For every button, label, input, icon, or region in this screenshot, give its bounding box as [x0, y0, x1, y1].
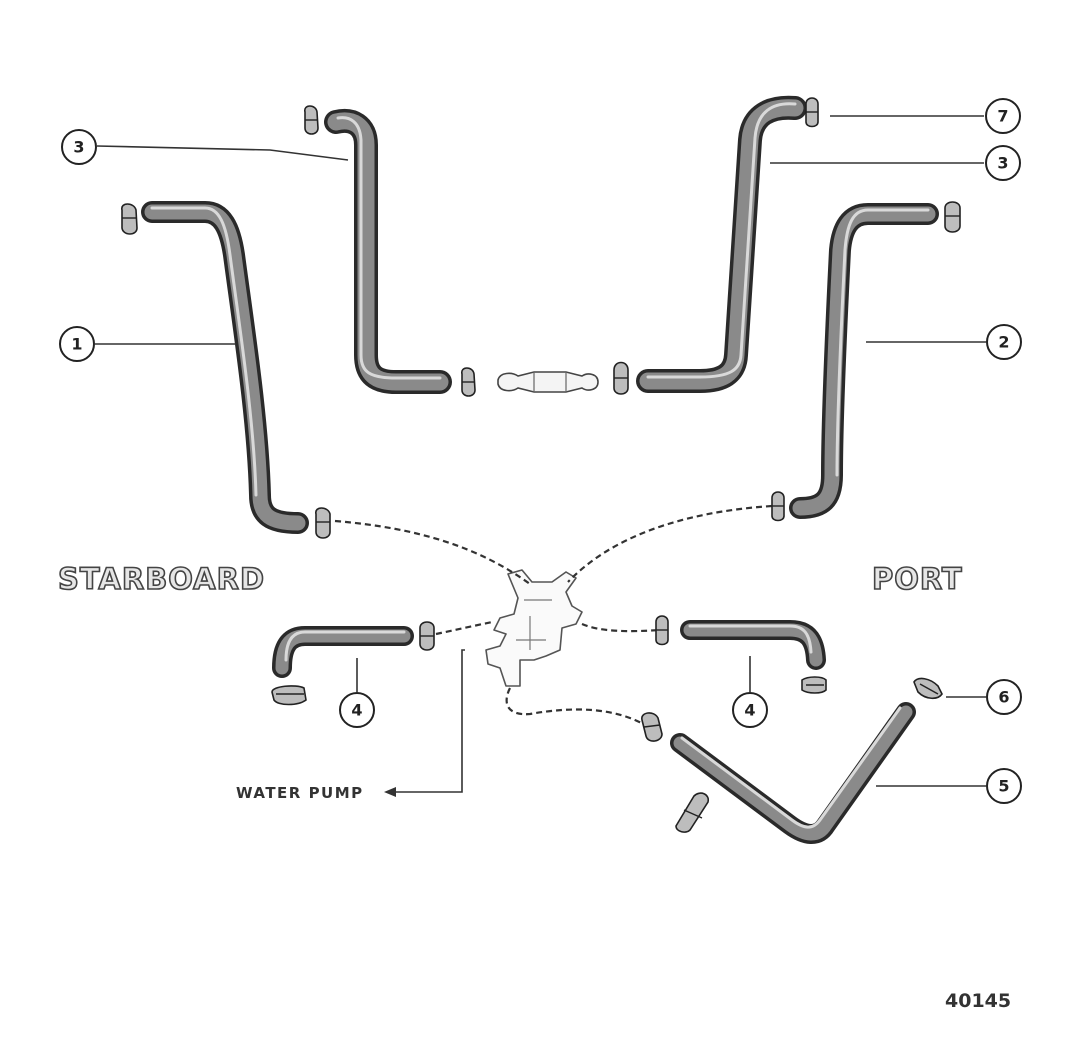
hose-2: [789, 203, 939, 519]
leader-water-pump-arrowhead: [384, 787, 396, 797]
clamp-hose2-bottom: [771, 491, 785, 522]
dash-hose4left-to-pump: [435, 620, 493, 636]
dash-hose5-to-pump: [505, 687, 646, 726]
callout-5-number: 5: [998, 777, 1009, 796]
callout-4-right: 4: [732, 692, 768, 728]
clamp-hose4-left: [419, 621, 435, 651]
figure-number: 40145: [945, 990, 1011, 1012]
callout-3-left: 3: [61, 129, 97, 165]
dash-hose4right-to-pump: [581, 622, 661, 633]
tee-connector: [497, 371, 599, 393]
hose-1: [141, 201, 309, 534]
clamp-hose1-top: [121, 203, 138, 235]
port-label: PORT: [872, 562, 963, 596]
callout-4-right-number: 4: [744, 701, 755, 720]
callout-6-number: 6: [998, 688, 1009, 707]
connection-lines: [334, 504, 773, 726]
hose-3-left: [324, 109, 452, 394]
clamp-hose5-bottom: [675, 792, 710, 833]
callout-2-number: 2: [998, 333, 1009, 352]
clamp-hose2-top: [944, 201, 961, 233]
clamp-hose4-right-end: [801, 676, 827, 694]
leader-lines: [95, 115, 986, 797]
callout-1: 1: [59, 326, 95, 362]
callout-4-left-number: 4: [351, 701, 362, 720]
clamp-hose3-left-top: [304, 105, 319, 135]
clamp-hose3-left-bottom: [461, 367, 476, 397]
dash-hose1-to-pump: [334, 519, 531, 585]
callout-3-right: 3: [985, 145, 1021, 181]
callout-4-left: 4: [339, 692, 375, 728]
hose-3-right: [636, 95, 807, 393]
hose-4-left: [272, 626, 414, 678]
callout-3-right-number: 3: [997, 154, 1008, 173]
water-pump: [485, 569, 583, 687]
clamps: [121, 97, 961, 833]
clamp-hose4-right: [655, 615, 669, 646]
callout-6: 6: [986, 679, 1022, 715]
clamp-hose4-left-end: [271, 685, 307, 706]
callout-7-number: 7: [997, 107, 1008, 126]
leader-3-left: [96, 145, 349, 161]
hose-4-right: [680, 620, 826, 670]
clamp-part-6: [913, 677, 943, 700]
leader-water-pump: [392, 649, 465, 793]
clamp-hose3-right-top: [805, 97, 819, 128]
callout-2: 2: [986, 324, 1022, 360]
clamp-hose3-right-bottom: [613, 361, 629, 395]
clamp-hose1-bottom: [315, 507, 331, 539]
callout-5: 5: [986, 768, 1022, 804]
callout-7: 7: [985, 98, 1021, 134]
hose-5: [670, 702, 916, 844]
dash-hose2-to-pump: [567, 504, 773, 583]
callout-3-left-number: 3: [73, 138, 84, 157]
water-pump-label: WATER PUMP: [236, 784, 364, 802]
clamp-hose5-top: [641, 712, 663, 742]
starboard-label: STARBOARD: [58, 562, 265, 596]
callout-1-number: 1: [71, 335, 82, 354]
